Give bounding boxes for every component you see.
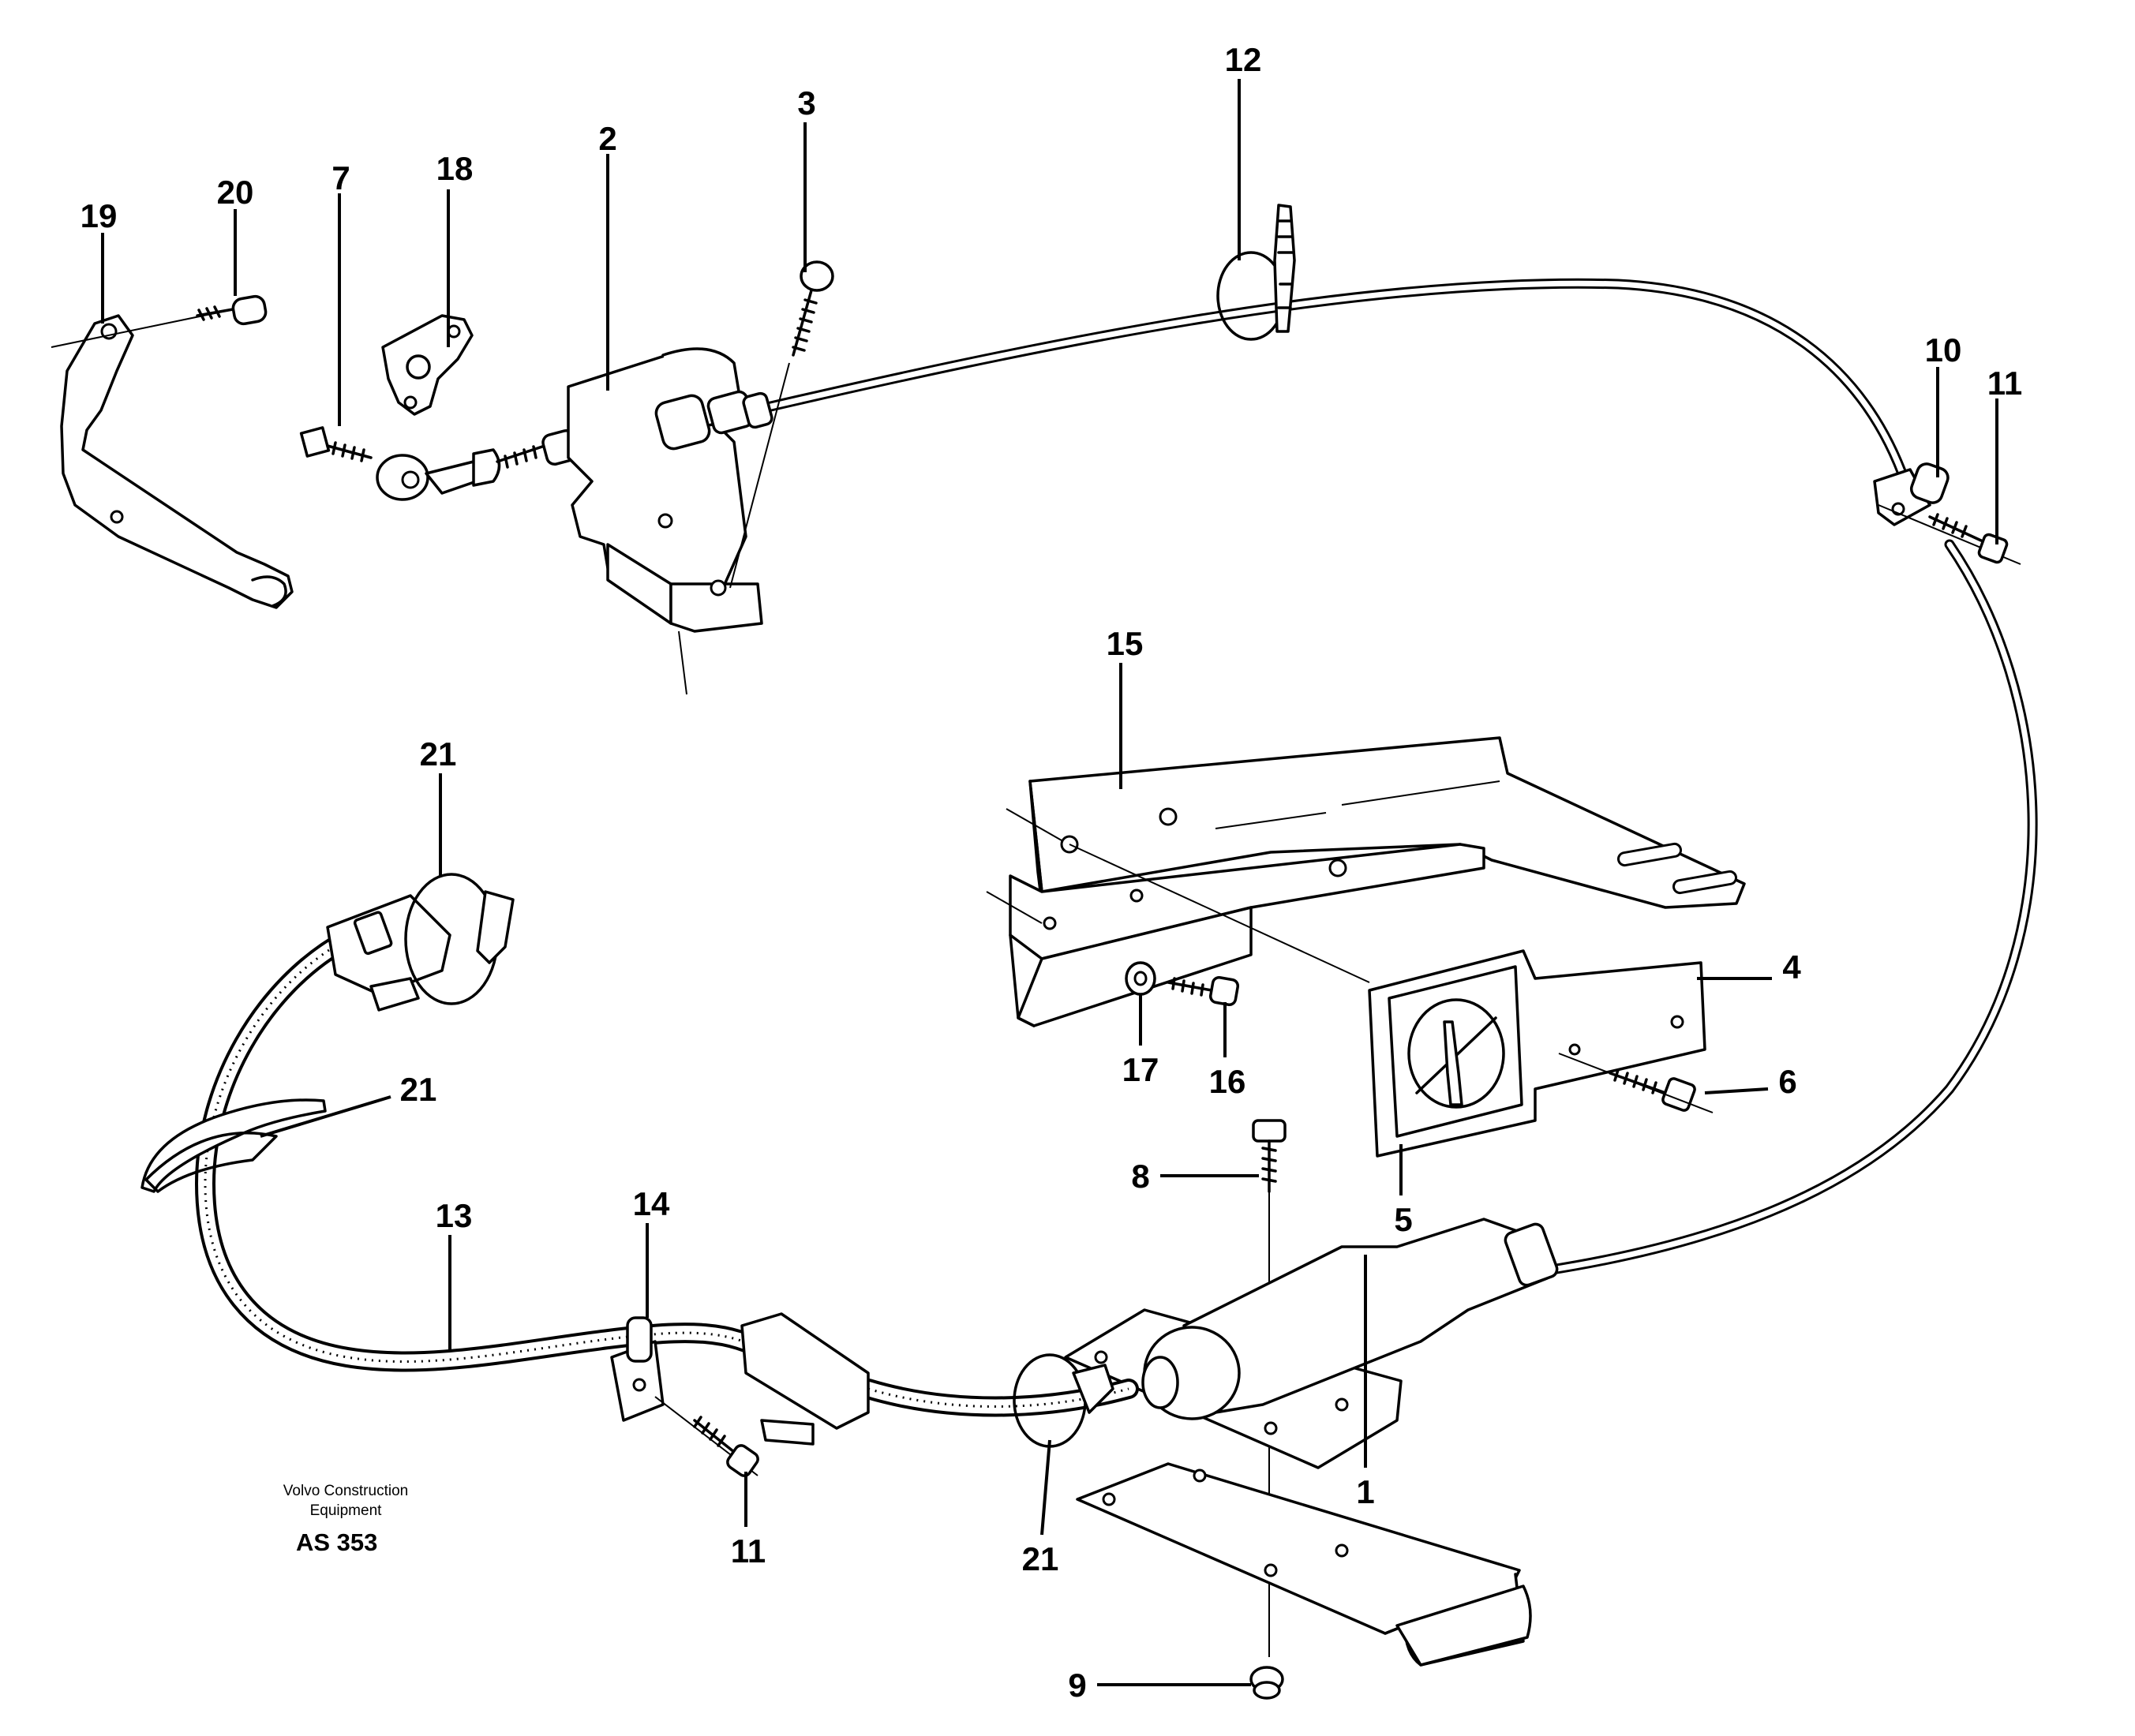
screw-spacer-20	[196, 294, 268, 326]
callout-11-upper: 11	[1987, 365, 2022, 402]
callout-7: 7	[331, 159, 350, 196]
washer-17	[1125, 961, 1156, 996]
callout-labels: 1 2 3 4 5 6 7 8 9 10 11 11 12 13 14 15 1…	[81, 41, 2023, 1704]
stamp-company-line1: Volvo Construction	[283, 1483, 408, 1499]
callout-4: 4	[1782, 948, 1801, 986]
callout-12: 12	[1225, 41, 1262, 78]
callout-18: 18	[436, 150, 474, 187]
callout-5: 5	[1394, 1201, 1412, 1238]
callout-11-lower: 11	[731, 1532, 766, 1570]
callout-15: 15	[1107, 625, 1144, 662]
cable-tie-21-upper	[404, 873, 515, 1005]
no-spray-symbol-5	[1407, 998, 1505, 1109]
cable-tie-12	[1216, 204, 1296, 341]
callout-3: 3	[797, 84, 815, 122]
callout-20: 20	[217, 174, 254, 211]
stamp-company-line2: Equipment	[310, 1502, 383, 1519]
wiring-harness-13	[194, 929, 1139, 1417]
nut-9	[1249, 1666, 1284, 1700]
callout-21-lower: 21	[1022, 1540, 1059, 1577]
screw-7	[299, 426, 373, 462]
callout-6: 6	[1778, 1063, 1796, 1100]
screw-11-lower	[693, 1416, 759, 1477]
callout-10: 10	[1925, 331, 1962, 369]
callout-21-middle: 21	[400, 1071, 437, 1108]
callout-17: 17	[1122, 1051, 1159, 1088]
callout-2: 2	[598, 120, 616, 157]
drawing-stamp: Volvo Construction Equipment AS 353	[283, 1483, 408, 1556]
callout-19: 19	[81, 197, 118, 234]
plate-18	[381, 314, 474, 416]
cable-tie-21-middle	[140, 1098, 327, 1193]
curved-bracket-19	[51, 303, 294, 609]
plug-connector-upper	[326, 894, 451, 1012]
clamp-14	[610, 1316, 758, 1476]
stamp-code: AS 353	[296, 1528, 377, 1556]
callout-1: 1	[1356, 1473, 1374, 1510]
cable-bracket-2	[567, 347, 773, 695]
screw-16	[1167, 975, 1240, 1007]
base-plate	[1076, 1462, 1532, 1667]
callout-9: 9	[1068, 1667, 1086, 1704]
callout-8: 8	[1131, 1158, 1149, 1195]
screw-3	[729, 260, 834, 589]
callout-16: 16	[1209, 1063, 1246, 1100]
callout-14: 14	[633, 1185, 670, 1222]
screw-11-upper	[1928, 513, 2009, 564]
screw-6	[1558, 1053, 1714, 1113]
leader-lines	[101, 79, 1998, 1686]
callout-21-upper: 21	[420, 735, 457, 773]
plug-connector-lower	[740, 1312, 870, 1446]
throttle-cable	[748, 278, 2038, 1276]
callout-13: 13	[436, 1197, 473, 1234]
